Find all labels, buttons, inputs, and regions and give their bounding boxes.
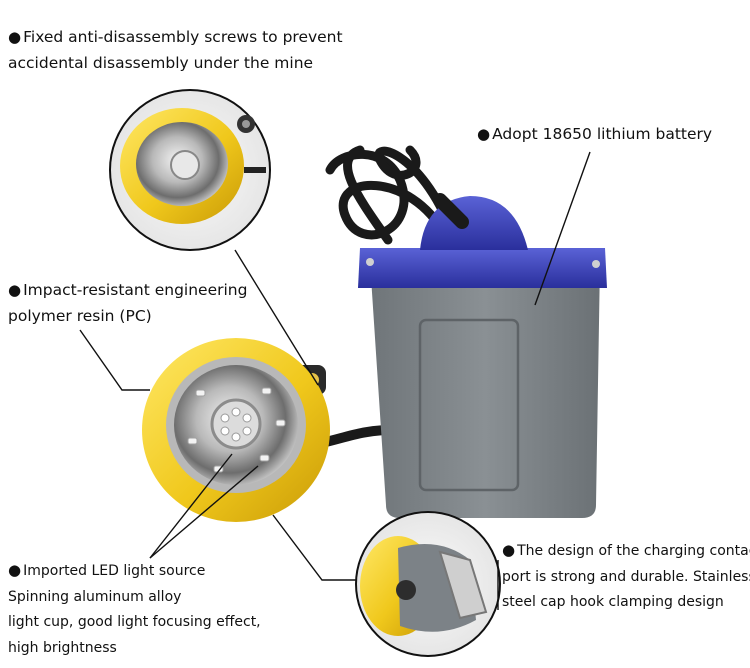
leader-polymer xyxy=(79,329,150,391)
callout-screws-line-1: ●Fixed anti-disassembly screws to preven… xyxy=(8,28,343,46)
leader-led-1 xyxy=(149,453,233,559)
callout-led-line-3: light cup, good light focusing effect, xyxy=(8,614,261,630)
cable xyxy=(325,145,457,245)
callout-polymer: ●Impact-resistant engineering polymer re… xyxy=(8,277,247,329)
callout-charging-line-2: port is strong and durable. Stainless xyxy=(502,568,750,585)
lamp-head xyxy=(142,338,330,522)
detail-circle-screws xyxy=(109,89,271,251)
callout-battery-line-1: ●Adopt 18650 lithium battery xyxy=(477,125,713,143)
bullet-icon: ● xyxy=(8,281,22,299)
callout-screws-line-2: accidental disassembly under the mine xyxy=(8,54,314,72)
bullet-icon: ● xyxy=(8,28,22,46)
callout-led-line-2: Spinning aluminum alloy xyxy=(8,588,182,605)
callout-led-line-4: high brightness xyxy=(8,639,117,656)
detail-circle-charging xyxy=(355,511,501,657)
leader-battery xyxy=(534,151,591,306)
callout-screws: ●Fixed anti-disassembly screws to preven… xyxy=(8,24,343,76)
bullet-icon: ● xyxy=(477,125,491,143)
callout-charging-line-1: ●The design of the charging contact xyxy=(502,541,750,559)
callout-polymer-line-1: ●Impact-resistant engineering xyxy=(8,281,248,299)
callout-polymer-line-2: polymer resin (PC) xyxy=(8,307,152,325)
callout-led: ●Imported LED light source Spinning alum… xyxy=(8,558,261,661)
callout-led-line-1: ●Imported LED light source xyxy=(8,561,206,579)
bullet-icon: ● xyxy=(502,541,516,559)
callout-battery: ●Adopt 18650 lithium battery xyxy=(477,121,712,147)
bullet-icon: ● xyxy=(8,561,22,579)
leader-charging xyxy=(272,514,356,581)
battery-box xyxy=(358,193,607,518)
leader-screws xyxy=(234,249,319,386)
callout-charging-line-3: steel cap hook clamping design xyxy=(502,594,724,610)
leader-lines xyxy=(79,151,591,610)
callout-charging: ●The design of the charging contact port… xyxy=(502,538,750,616)
leader-led-2 xyxy=(149,465,259,559)
